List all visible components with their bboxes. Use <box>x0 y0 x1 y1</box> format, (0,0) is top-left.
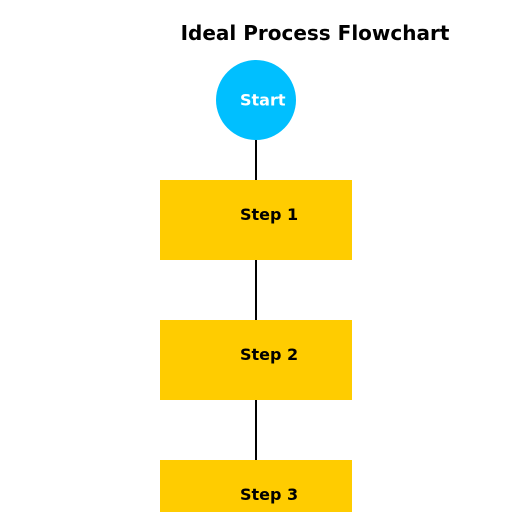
diagram-title: Ideal Process Flowchart <box>180 21 450 45</box>
start-node-shape <box>216 60 296 140</box>
step1-node-shape <box>160 180 352 260</box>
step1-node-label: Step 1 <box>240 205 298 224</box>
step3-node-shape <box>160 460 352 512</box>
step3-node: Step 3 <box>160 460 352 512</box>
step2-node: Step 2 <box>160 320 352 400</box>
step1-node: Step 1 <box>160 180 352 260</box>
step2-node-shape <box>160 320 352 400</box>
start-node-label: Start <box>240 91 286 110</box>
step3-node-label: Step 3 <box>240 485 298 504</box>
start-node: Start <box>216 60 296 140</box>
step2-node-label: Step 2 <box>240 345 298 364</box>
